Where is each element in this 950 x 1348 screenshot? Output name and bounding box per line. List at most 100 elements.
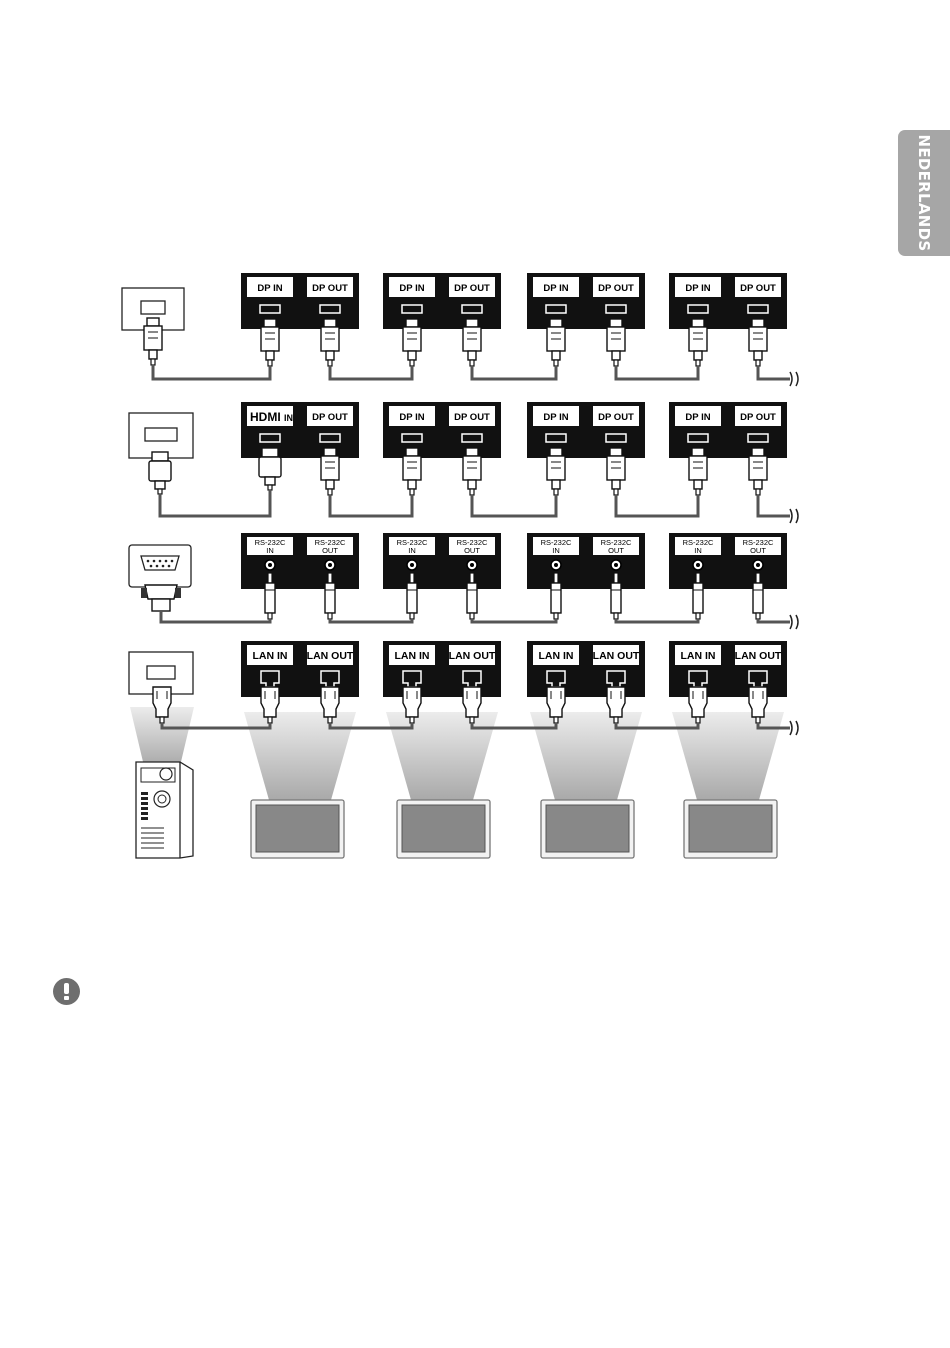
lan-connector [547, 687, 565, 723]
lan-connector [463, 687, 481, 723]
monitor [684, 800, 777, 858]
cable-continuation [790, 509, 798, 523]
port-label: DP OUT [598, 412, 634, 423]
pc-tower [136, 762, 193, 858]
port-label: IN [694, 546, 702, 555]
lan-connector [607, 687, 625, 723]
lan-connector [321, 687, 339, 723]
dp-connector [403, 319, 421, 366]
projection-cone [386, 712, 498, 800]
lan-connector [261, 687, 279, 723]
projection-cone [244, 712, 356, 800]
dp-port-panel: DP IN DP OUT [241, 273, 359, 329]
rs232-port-panel: RS-232CINRS-232COUT [383, 533, 501, 589]
dp-port-panel: DP IN DP OUT [383, 273, 501, 329]
rs232-port-panel: RS-232CINRS-232COUT [241, 533, 359, 589]
port-label: DP OUT [454, 412, 490, 423]
port-label: DP IN [685, 283, 710, 294]
cable-rs232 [161, 611, 798, 629]
lan-port-panel: LAN IN LAN OUT [241, 641, 359, 697]
lan-port-panel: LAN IN LAN OUT [383, 641, 501, 697]
port-label: DP IN [543, 412, 568, 423]
cable-continuation [790, 372, 798, 386]
port-label: DP IN [399, 283, 424, 294]
port-label: LAN OUT [593, 650, 640, 662]
lan-connector [403, 687, 421, 723]
source-device-rs232 [129, 545, 191, 587]
port-label: IN [552, 546, 560, 555]
dp-connector [749, 448, 767, 495]
dp-connector [321, 448, 339, 495]
hdmi-logo: HDMI [250, 410, 281, 424]
cable-hdmi [160, 490, 798, 523]
dp-connector [261, 319, 279, 366]
port-label: LAN OUT [449, 650, 496, 662]
dp-connector [403, 448, 421, 495]
port-label: LAN IN [395, 650, 430, 662]
port-label: DP OUT [454, 283, 490, 294]
port-label: IN [284, 413, 293, 423]
dp-connector [463, 448, 481, 495]
lan-connector [689, 687, 707, 723]
dp-connector [321, 319, 339, 366]
lan-port-panel: LAN IN LAN OUT [669, 641, 787, 697]
dp-connector [607, 319, 625, 366]
port-label: DP IN [257, 283, 282, 294]
rs232-connection-row: RS-232CINRS-232COUT RS-232CINRS-232COUT RS… [129, 533, 798, 629]
monitor [251, 800, 344, 858]
dp-port-panel: DP IN DP OUT [527, 273, 645, 329]
lan-connector [749, 687, 767, 723]
dp-connector [547, 448, 565, 495]
port-label: DP OUT [312, 283, 348, 294]
hdmi-dp-port-panel: DP IN DP OUT [669, 402, 787, 458]
lan-port-panel: LAN IN LAN OUT [527, 641, 645, 697]
dp-connector [463, 319, 481, 366]
port-label: DP OUT [740, 412, 776, 423]
port-label: OUT [750, 546, 766, 555]
port-label: LAN IN [681, 650, 716, 662]
rs232-port-panel: RS-232CINRS-232COUT [527, 533, 645, 589]
cable-continuation [790, 615, 798, 629]
hdmi-connector [149, 452, 171, 494]
port-label: LAN IN [539, 650, 574, 662]
projection-cone [672, 712, 784, 800]
dp-connector [144, 318, 162, 365]
source-device-hdmi [129, 413, 193, 458]
cable-continuation [790, 721, 798, 735]
dp-connector [689, 448, 707, 495]
hdmi-connector [259, 448, 281, 490]
port-label: OUT [608, 546, 624, 555]
port-label: OUT [464, 546, 480, 555]
dp-connector [749, 319, 767, 366]
hdmi-dp-port-panel: DP IN DP OUT [383, 402, 501, 458]
port-label: LAN IN [253, 650, 288, 662]
port-label: DP OUT [312, 412, 348, 423]
dp-connector [607, 448, 625, 495]
lan-connector [153, 687, 171, 723]
monitor [397, 800, 490, 858]
hdmi-dp-port-panel: DP IN DP OUT [527, 402, 645, 458]
port-label: LAN OUT [307, 650, 354, 662]
projection-cones [130, 707, 784, 800]
cable-dp [153, 365, 798, 386]
port-label: DP OUT [598, 283, 634, 294]
port-label: OUT [322, 546, 338, 555]
port-label: IN [408, 546, 416, 555]
projection-cone [530, 712, 642, 800]
monitor [541, 800, 634, 858]
port-label: DP IN [685, 412, 710, 423]
dp-port-panel: DP IN DP OUT [669, 273, 787, 329]
dsub-connector [141, 585, 181, 611]
port-label: IN [266, 546, 274, 555]
port-label: DP OUT [740, 283, 776, 294]
port-label: LAN OUT [735, 650, 782, 662]
dp-connector [689, 319, 707, 366]
dp-connector [547, 319, 565, 366]
port-label: DP IN [399, 412, 424, 423]
port-label: DP IN [543, 283, 568, 294]
